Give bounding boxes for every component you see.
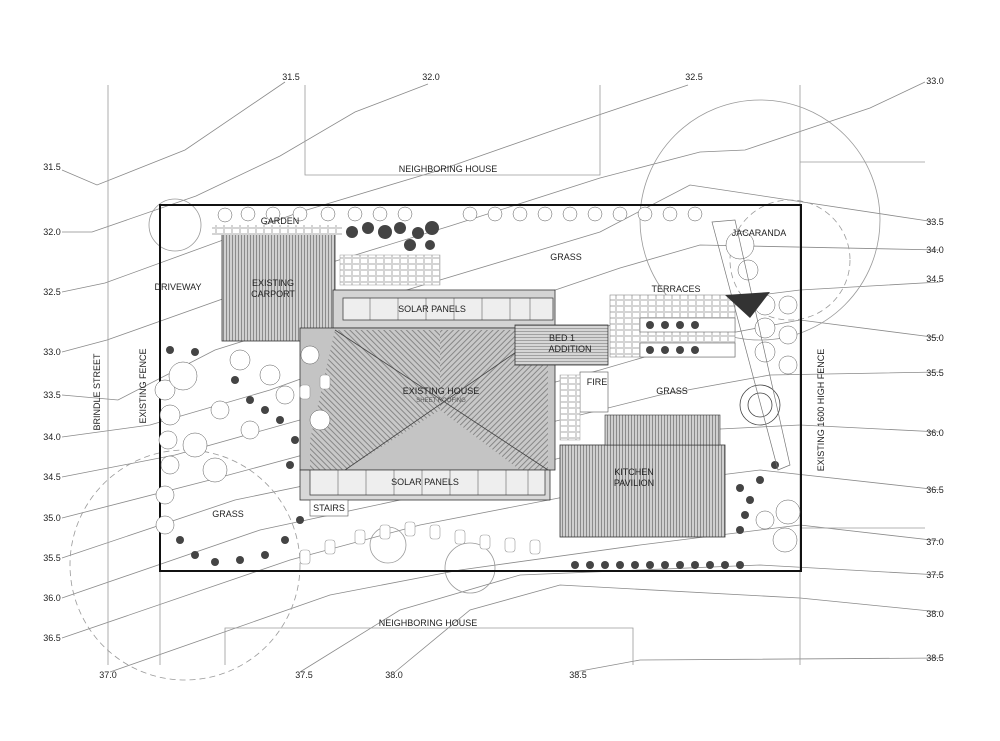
contour-bottom-1: 37.0: [99, 670, 117, 680]
contour-labels: 31.5 32.0 32.5 33.0 31.5 32.0 32.5 33.0 …: [43, 72, 944, 680]
label-neighboring-house-bottom: NEIGHBORING HOUSE: [379, 618, 478, 628]
label-grass-west: GRASS: [212, 509, 244, 519]
label-existing-house: EXISTING HOUSE: [403, 386, 480, 396]
contour-left-6: 34.0: [43, 432, 61, 442]
label-solar-panels-north: SOLAR PANELS: [398, 304, 466, 314]
contour-left-1: 31.5: [43, 162, 61, 172]
label-existing-fence: EXISTING FENCE: [138, 348, 148, 423]
contour-top-right: 33.0: [926, 76, 944, 86]
contour-right-10: 38.0: [926, 609, 944, 619]
contour-top-1: 31.5: [282, 72, 300, 82]
contour-right-3: 34.5: [926, 274, 944, 284]
garden-paving: [212, 225, 441, 286]
contour-bottom-2: 37.5: [295, 670, 313, 680]
contour-right-7: 36.5: [926, 485, 944, 495]
existing-house: [299, 289, 556, 501]
contour-right-6: 36.0: [926, 428, 944, 438]
contour-right-11: 38.5: [926, 653, 944, 663]
label-carport-line1: EXISTING: [252, 278, 294, 288]
contour-right-5: 35.5: [926, 368, 944, 378]
label-kitchen-line2: PAVILION: [614, 478, 654, 488]
label-brindle-street: BRINDLE STREET: [92, 353, 102, 431]
stepping-stones: [299, 374, 541, 565]
label-bed-addition-line1: BED 1: [549, 333, 575, 343]
terraces: [609, 294, 736, 358]
contour-right-8: 37.0: [926, 537, 944, 547]
label-kitchen-line1: KITCHEN: [614, 467, 654, 477]
label-terraces: TERRACES: [651, 284, 700, 294]
label-stairs: STAIRS: [313, 503, 345, 513]
label-solar-panels-south: SOLAR PANELS: [391, 477, 459, 487]
contour-top-2: 32.0: [422, 72, 440, 82]
solar-panel-cells: [337, 298, 531, 495]
contour-left-11: 36.5: [43, 633, 61, 643]
label-bed-addition-line2: ADDITION: [548, 344, 591, 354]
label-fire: FIRE: [587, 377, 608, 387]
terrace-steps: [725, 292, 770, 318]
label-grass-north: GRASS: [550, 252, 582, 262]
contour-top-3: 32.5: [685, 72, 703, 82]
existing-carport: [221, 232, 336, 342]
contour-right-9: 37.5: [926, 570, 944, 580]
jacaranda-path: [711, 219, 791, 471]
area-labels: NEIGHBORING HOUSE NEIGHBORING HOUSE GARD…: [92, 164, 826, 628]
contour-bottom-4: 38.5: [569, 670, 587, 680]
contour-right-1: 33.5: [926, 217, 944, 227]
contour-left-10: 36.0: [43, 593, 61, 603]
contour-bottom-3: 38.0: [385, 670, 403, 680]
contour-left-9: 35.5: [43, 553, 61, 563]
contour-left-4: 33.0: [43, 347, 61, 357]
contour-left-2: 32.0: [43, 227, 61, 237]
pavilion-pergola: [604, 414, 721, 446]
label-neighboring-house-top: NEIGHBORING HOUSE: [399, 164, 498, 174]
kitchen-pavilion: [559, 444, 726, 538]
label-grass-east: GRASS: [656, 386, 688, 396]
bed-addition: [514, 324, 609, 366]
fountain: [739, 384, 781, 426]
contour-left-7: 34.5: [43, 472, 61, 482]
contour-left-5: 33.5: [43, 390, 61, 400]
label-driveway: DRIVEWAY: [154, 282, 201, 292]
label-existing-high-fence: EXISTING 1600 HIGH FENCE: [816, 349, 826, 472]
label-carport-line2: CARPORT: [251, 289, 295, 299]
label-garden: GARDEN: [261, 216, 300, 226]
dark-shrubs: [166, 221, 779, 569]
contour-right-4: 35.0: [926, 333, 944, 343]
contour-right-2: 34.0: [926, 245, 944, 255]
label-jacaranda: JACARANDA: [732, 228, 787, 238]
shrubs: [154, 206, 801, 553]
stairs: [309, 499, 349, 517]
contour-left-3: 32.5: [43, 287, 61, 297]
contour-left-8: 35.0: [43, 513, 61, 523]
label-sheet-roofing: SHEET ROOFING: [416, 398, 466, 404]
